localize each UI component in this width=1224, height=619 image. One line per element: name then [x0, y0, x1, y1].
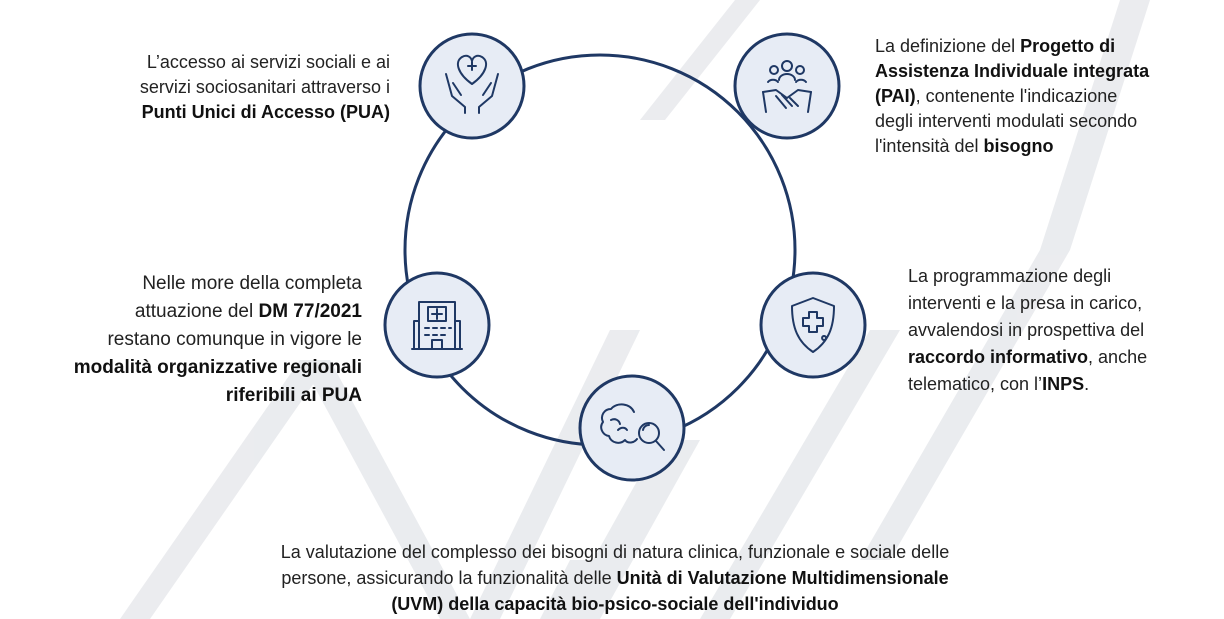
access-line-1: L’accesso ai servizi sociali e ai [146, 52, 390, 72]
uvm-line-2-bold: Unità di Valutazione Multidimensionale [616, 568, 949, 588]
program-line-4-post: , anche [1088, 347, 1148, 367]
brain-magnifier-icon [600, 403, 665, 451]
program-line-5-bold: INPS [1042, 374, 1085, 394]
caption-uvm: La valutazione del complesso dei bisogni… [150, 539, 1080, 617]
pai-line-2-bold: Assistenza Individuale integrata [875, 61, 1150, 81]
node-uvm [578, 374, 686, 482]
pai-line-4: degli interventi modulati secondo [875, 111, 1138, 131]
node-dm [383, 271, 491, 379]
dm-line-3: restano comunque in vigore le [107, 329, 362, 350]
dm-line-1: Nelle more della completa [142, 273, 362, 294]
pai-line-5-bold: bisogno [983, 136, 1054, 156]
program-line-3: avvalendosi in prospettiva del [908, 320, 1145, 340]
pai-line-3-bold: (PAI) [875, 86, 916, 106]
node-pai [733, 32, 841, 140]
dm-line-2-pre: attuazione del [134, 301, 259, 322]
shield-cross-icon [791, 297, 835, 353]
pai-line-5-pre: l'intensità del [875, 136, 984, 156]
program-line-5-pre: telematico, con l’ [908, 374, 1043, 394]
caption-program: La programmazione degli interventi e la … [908, 263, 1208, 398]
program-line-2: interventi e la presa in carico, [908, 293, 1143, 313]
program-line-1: La programmazione degli [908, 266, 1112, 286]
uvm-line-3-bold: (UVM) della capacità bio-psico-sociale d… [391, 594, 839, 614]
hands-heart-icon [445, 54, 499, 114]
pai-line-3-post: , contenente l'indicazione [915, 86, 1118, 106]
program-line-5-post: . [1084, 374, 1090, 394]
access-line-2: servizi sociosanitari attraverso i [139, 77, 390, 97]
caption-pai: La definizione del Progetto di Assistenz… [875, 34, 1220, 159]
access-line-3: Punti Unici di Accesso (PUA) [141, 102, 390, 122]
caption-access: L’accesso ai servizi sociali e ai serviz… [30, 50, 390, 125]
dm-line-5-bold: riferibili ai PUA [225, 385, 362, 406]
dm-line-2-bold: DM 77/2021 [258, 301, 362, 322]
node-program [759, 271, 867, 379]
hospital-icon [411, 301, 463, 350]
uvm-line-1: La valutazione del complesso dei bisogni… [280, 542, 950, 562]
program-line-4-bold: raccordo informativo [908, 347, 1089, 367]
pai-line-1-pre: La definizione del [875, 36, 1021, 56]
pai-line-1-bold: Progetto di [1020, 36, 1116, 56]
dm-line-4-bold: modalità organizzative regionali [73, 357, 362, 378]
handshake-team-icon [762, 60, 812, 113]
node-access [418, 32, 526, 140]
uvm-line-2-pre: persone, assicurando la funzionalità del… [281, 568, 617, 588]
caption-dm: Nelle more della completa attuazione del… [0, 270, 362, 410]
